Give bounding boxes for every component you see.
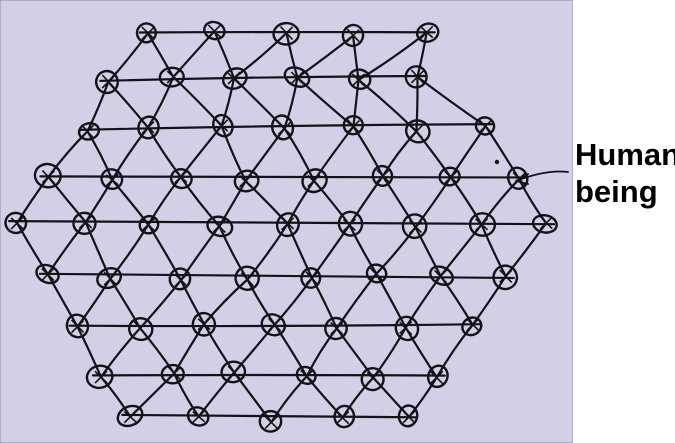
- annotation-line-1: Human: [575, 136, 675, 173]
- row-connection: [93, 375, 445, 376]
- ink-dot: [495, 160, 499, 164]
- annotation-line-2: being: [575, 173, 675, 210]
- network-sketch-photo: [0, 0, 573, 443]
- diagonal-connection: [416, 77, 417, 131]
- annotation-label: Human being: [575, 136, 675, 210]
